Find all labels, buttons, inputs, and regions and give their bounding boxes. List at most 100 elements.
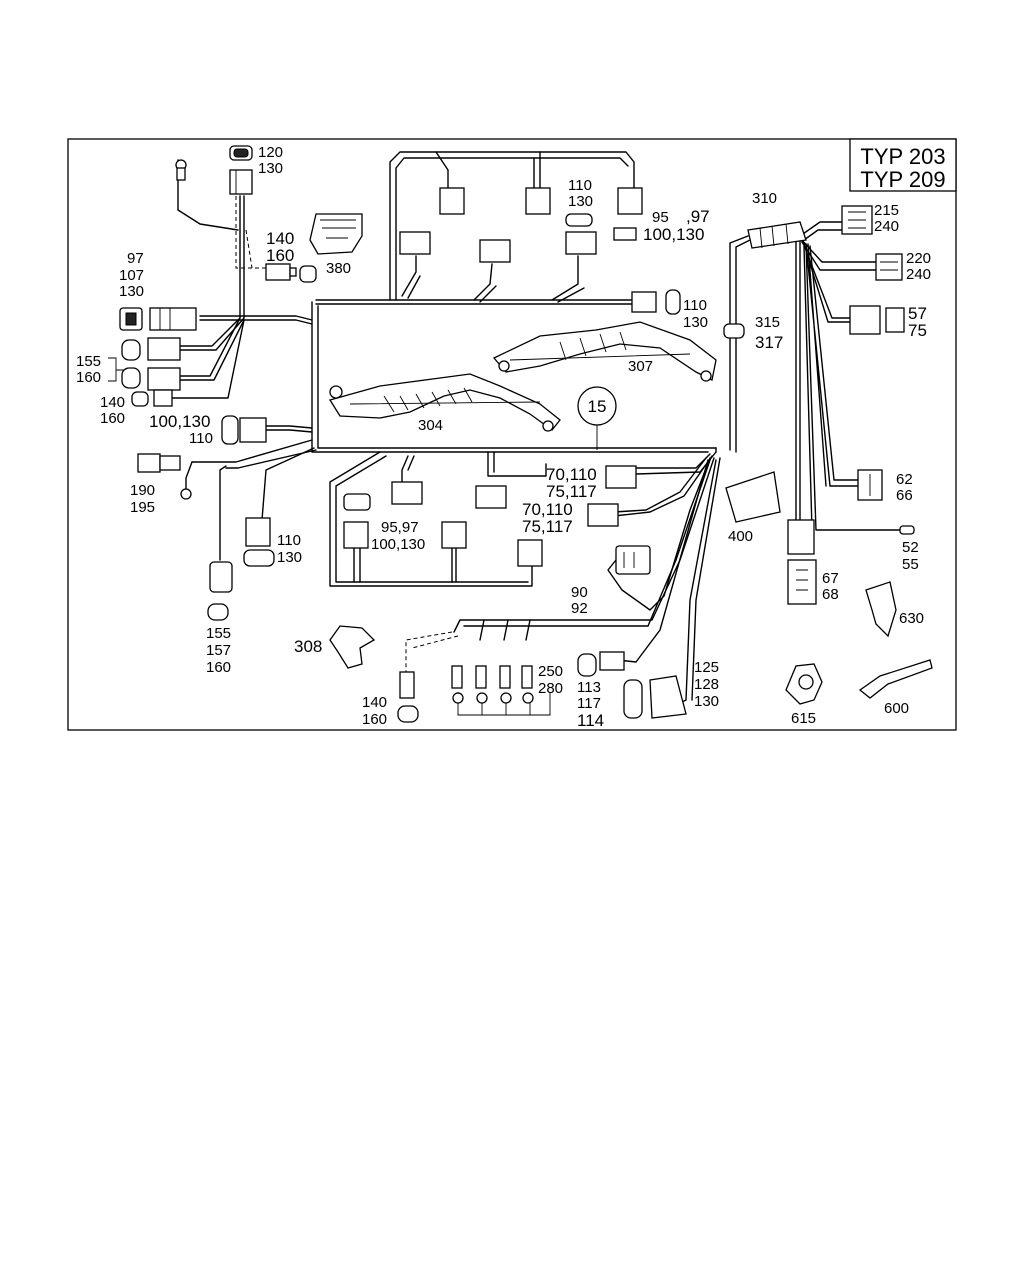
label-110: 110: [568, 177, 592, 194]
label-100-130: 100,130: [643, 225, 704, 244]
label-68: 68: [822, 586, 839, 603]
connector-67: [787, 519, 817, 605]
label-304: 304: [418, 417, 443, 434]
label-155: 155: [76, 353, 101, 370]
model-title-box: TYP 203 TYP 209: [849, 138, 957, 192]
label-110: 110: [189, 430, 213, 447]
label-240: 240: [906, 266, 931, 283]
connector-120: [229, 145, 253, 195]
label-brackets: [108, 357, 551, 716]
terminal-52: [899, 525, 915, 535]
connector-220: [875, 253, 903, 281]
label-308: 308: [294, 637, 322, 656]
label-140: 140: [100, 394, 125, 411]
connector-top-1: [399, 187, 465, 255]
label-130: 130: [568, 193, 593, 210]
label-130: 130: [683, 314, 708, 331]
svg-text:15: 15: [588, 397, 607, 416]
label-600: 600: [884, 700, 909, 717]
label-107: 107: [119, 267, 144, 284]
label-75-117: 75,117: [522, 517, 573, 536]
connector-110-top: [565, 213, 637, 241]
connector-95-97-b: [441, 521, 543, 567]
label-130: 130: [119, 283, 144, 300]
label-195: 195: [130, 499, 155, 516]
connector-90: [615, 545, 651, 575]
label-160: 160: [100, 410, 125, 427]
cover-125: [649, 675, 687, 719]
label-250: 250: [538, 663, 563, 680]
sensor-250: [451, 665, 534, 704]
label-114: 114: [577, 711, 604, 730]
label-70-110: 70,110: [522, 500, 573, 519]
label-70-110: 70,110: [546, 465, 597, 484]
label-62: 62: [896, 471, 913, 488]
ring-terminal: [175, 159, 187, 181]
label-120: 120: [258, 144, 283, 161]
connector-110-low: [243, 517, 275, 567]
label-95: 95: [652, 209, 669, 226]
label-615: 615: [791, 710, 816, 727]
label-55: 55: [902, 556, 919, 573]
connector-155-bottom: [207, 561, 233, 621]
clip-615: [785, 663, 823, 705]
main-harness-wires: [159, 151, 901, 705]
label-140: 140: [266, 229, 294, 248]
label-67: 67: [822, 570, 839, 587]
label-155: 155: [206, 625, 231, 642]
label-160: 160: [206, 659, 231, 676]
grommet-315: [723, 323, 745, 339]
clip-630: [865, 581, 897, 638]
label-75-117: 75,117: [546, 482, 597, 501]
label-110: 110: [683, 297, 707, 314]
diagram-frame: [67, 138, 957, 731]
label-100-130: 100,130: [149, 412, 210, 431]
label-110: 110: [277, 532, 301, 549]
connector-lower-row: [391, 481, 507, 509]
connector-113: [577, 651, 625, 677]
relay-57: [849, 305, 905, 335]
harness-rail-307: [492, 321, 717, 382]
relay-114: [623, 679, 643, 719]
label-113: 113: [577, 679, 601, 696]
label-310: 310: [752, 190, 777, 207]
callout-15: 15: [577, 386, 617, 450]
label-117: 117: [577, 695, 601, 712]
label-125: 125: [694, 659, 719, 676]
connector-155: [121, 337, 181, 391]
label-190: 190: [130, 482, 155, 499]
label-380: 380: [326, 260, 351, 277]
connector-95-97-a: [343, 493, 371, 549]
label-280: 280: [538, 680, 563, 697]
relay-380: [309, 213, 363, 255]
plug-140-left: [131, 389, 173, 407]
label-97: ,97: [686, 207, 710, 226]
plug-140-bottom: [397, 671, 419, 723]
connector-62: [857, 469, 883, 501]
label-315: 315: [755, 314, 780, 331]
label-630: 630: [899, 610, 924, 627]
connector-top-2: [479, 187, 551, 263]
label-128: 128: [694, 676, 719, 693]
plug-140: [265, 263, 317, 283]
label-160: 160: [362, 711, 387, 728]
connector-top-3: [565, 187, 643, 255]
label-97: 97: [127, 250, 144, 267]
connector-70-110: [587, 465, 637, 527]
label-215: 215: [874, 202, 899, 219]
part-labels: 120 130 140 160 380 97 107 130 155 160 1…: [76, 144, 931, 730]
label-130: 130: [694, 693, 719, 710]
label-307: 307: [628, 358, 653, 375]
model-type-2: TYP 209: [860, 167, 945, 192]
harness-rail-304: [328, 373, 561, 432]
connector-100-130: [221, 415, 267, 445]
label-130: 130: [258, 160, 283, 177]
label-140: 140: [362, 694, 387, 711]
grommet-310: [747, 221, 807, 249]
label-66: 66: [896, 487, 913, 504]
label-95-97: 95,97: [381, 519, 419, 536]
label-100-130: 100,130: [371, 536, 425, 553]
label-160: 160: [76, 369, 101, 386]
cover-400: [725, 471, 781, 523]
